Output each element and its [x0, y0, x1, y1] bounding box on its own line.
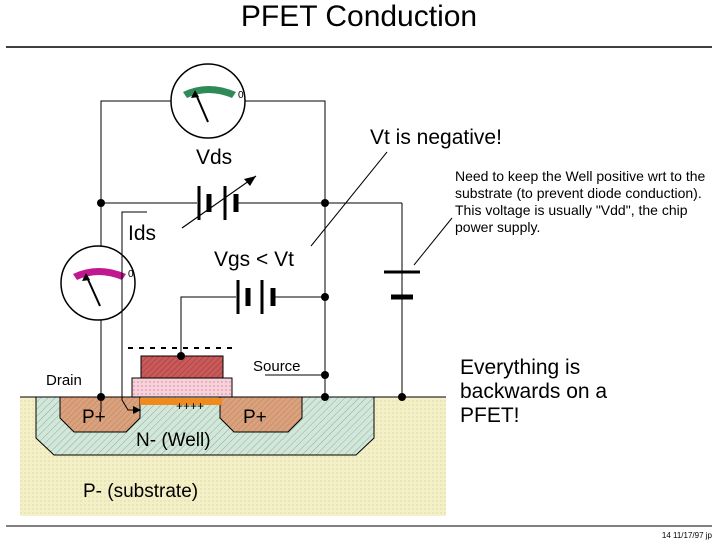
p-substrate-label: P- (substrate) [83, 481, 198, 502]
meter-top-zero: 0 [238, 90, 244, 101]
vds-ammeter [170, 63, 246, 139]
note-pointer-line [413, 217, 453, 266]
vds-battery [181, 175, 257, 229]
p-plus-source [219, 396, 303, 433]
ids-current-arrow [121, 211, 147, 411]
slide-footer: 14 11/17/97 jp [661, 531, 712, 540]
p-plus-source-label: P+ [243, 407, 267, 428]
ids-arrowhead [133, 406, 141, 414]
n-well-label: N- (Well) [136, 430, 211, 451]
conclusion-line-1: Everything is [460, 356, 580, 379]
source-label: Source [253, 358, 301, 375]
p-plus-drain-label: P+ [82, 407, 106, 428]
page-title: PFET Conduction [240, 0, 478, 33]
vgs-battery [236, 280, 276, 314]
conclusion-line-2: backwards on a [460, 380, 607, 403]
conclusion-text: Everything is backwards on a PFET! [460, 356, 613, 427]
channel-charge-label: ++++ [176, 399, 204, 413]
drain-label: Drain [46, 372, 82, 389]
vgs-vt-label: Vgs < Vt [214, 248, 294, 271]
junction-dots [97, 199, 406, 401]
inversion-channel [140, 398, 222, 405]
meter-left-zero: 0 [128, 269, 134, 280]
well-bias-battery [384, 203, 420, 397]
well-bias-note: Need to keep the Well positive wrt to th… [455, 168, 706, 235]
gate-oxide [131, 377, 233, 398]
conclusion-line-3: PFET! [460, 404, 520, 427]
ids-label: Ids [128, 222, 156, 245]
ids-ammeter [60, 245, 136, 321]
vt-pointer-line [310, 151, 388, 247]
vt-negative-label: Vt is negative! [370, 126, 502, 149]
vds-label: Vds [196, 146, 232, 169]
